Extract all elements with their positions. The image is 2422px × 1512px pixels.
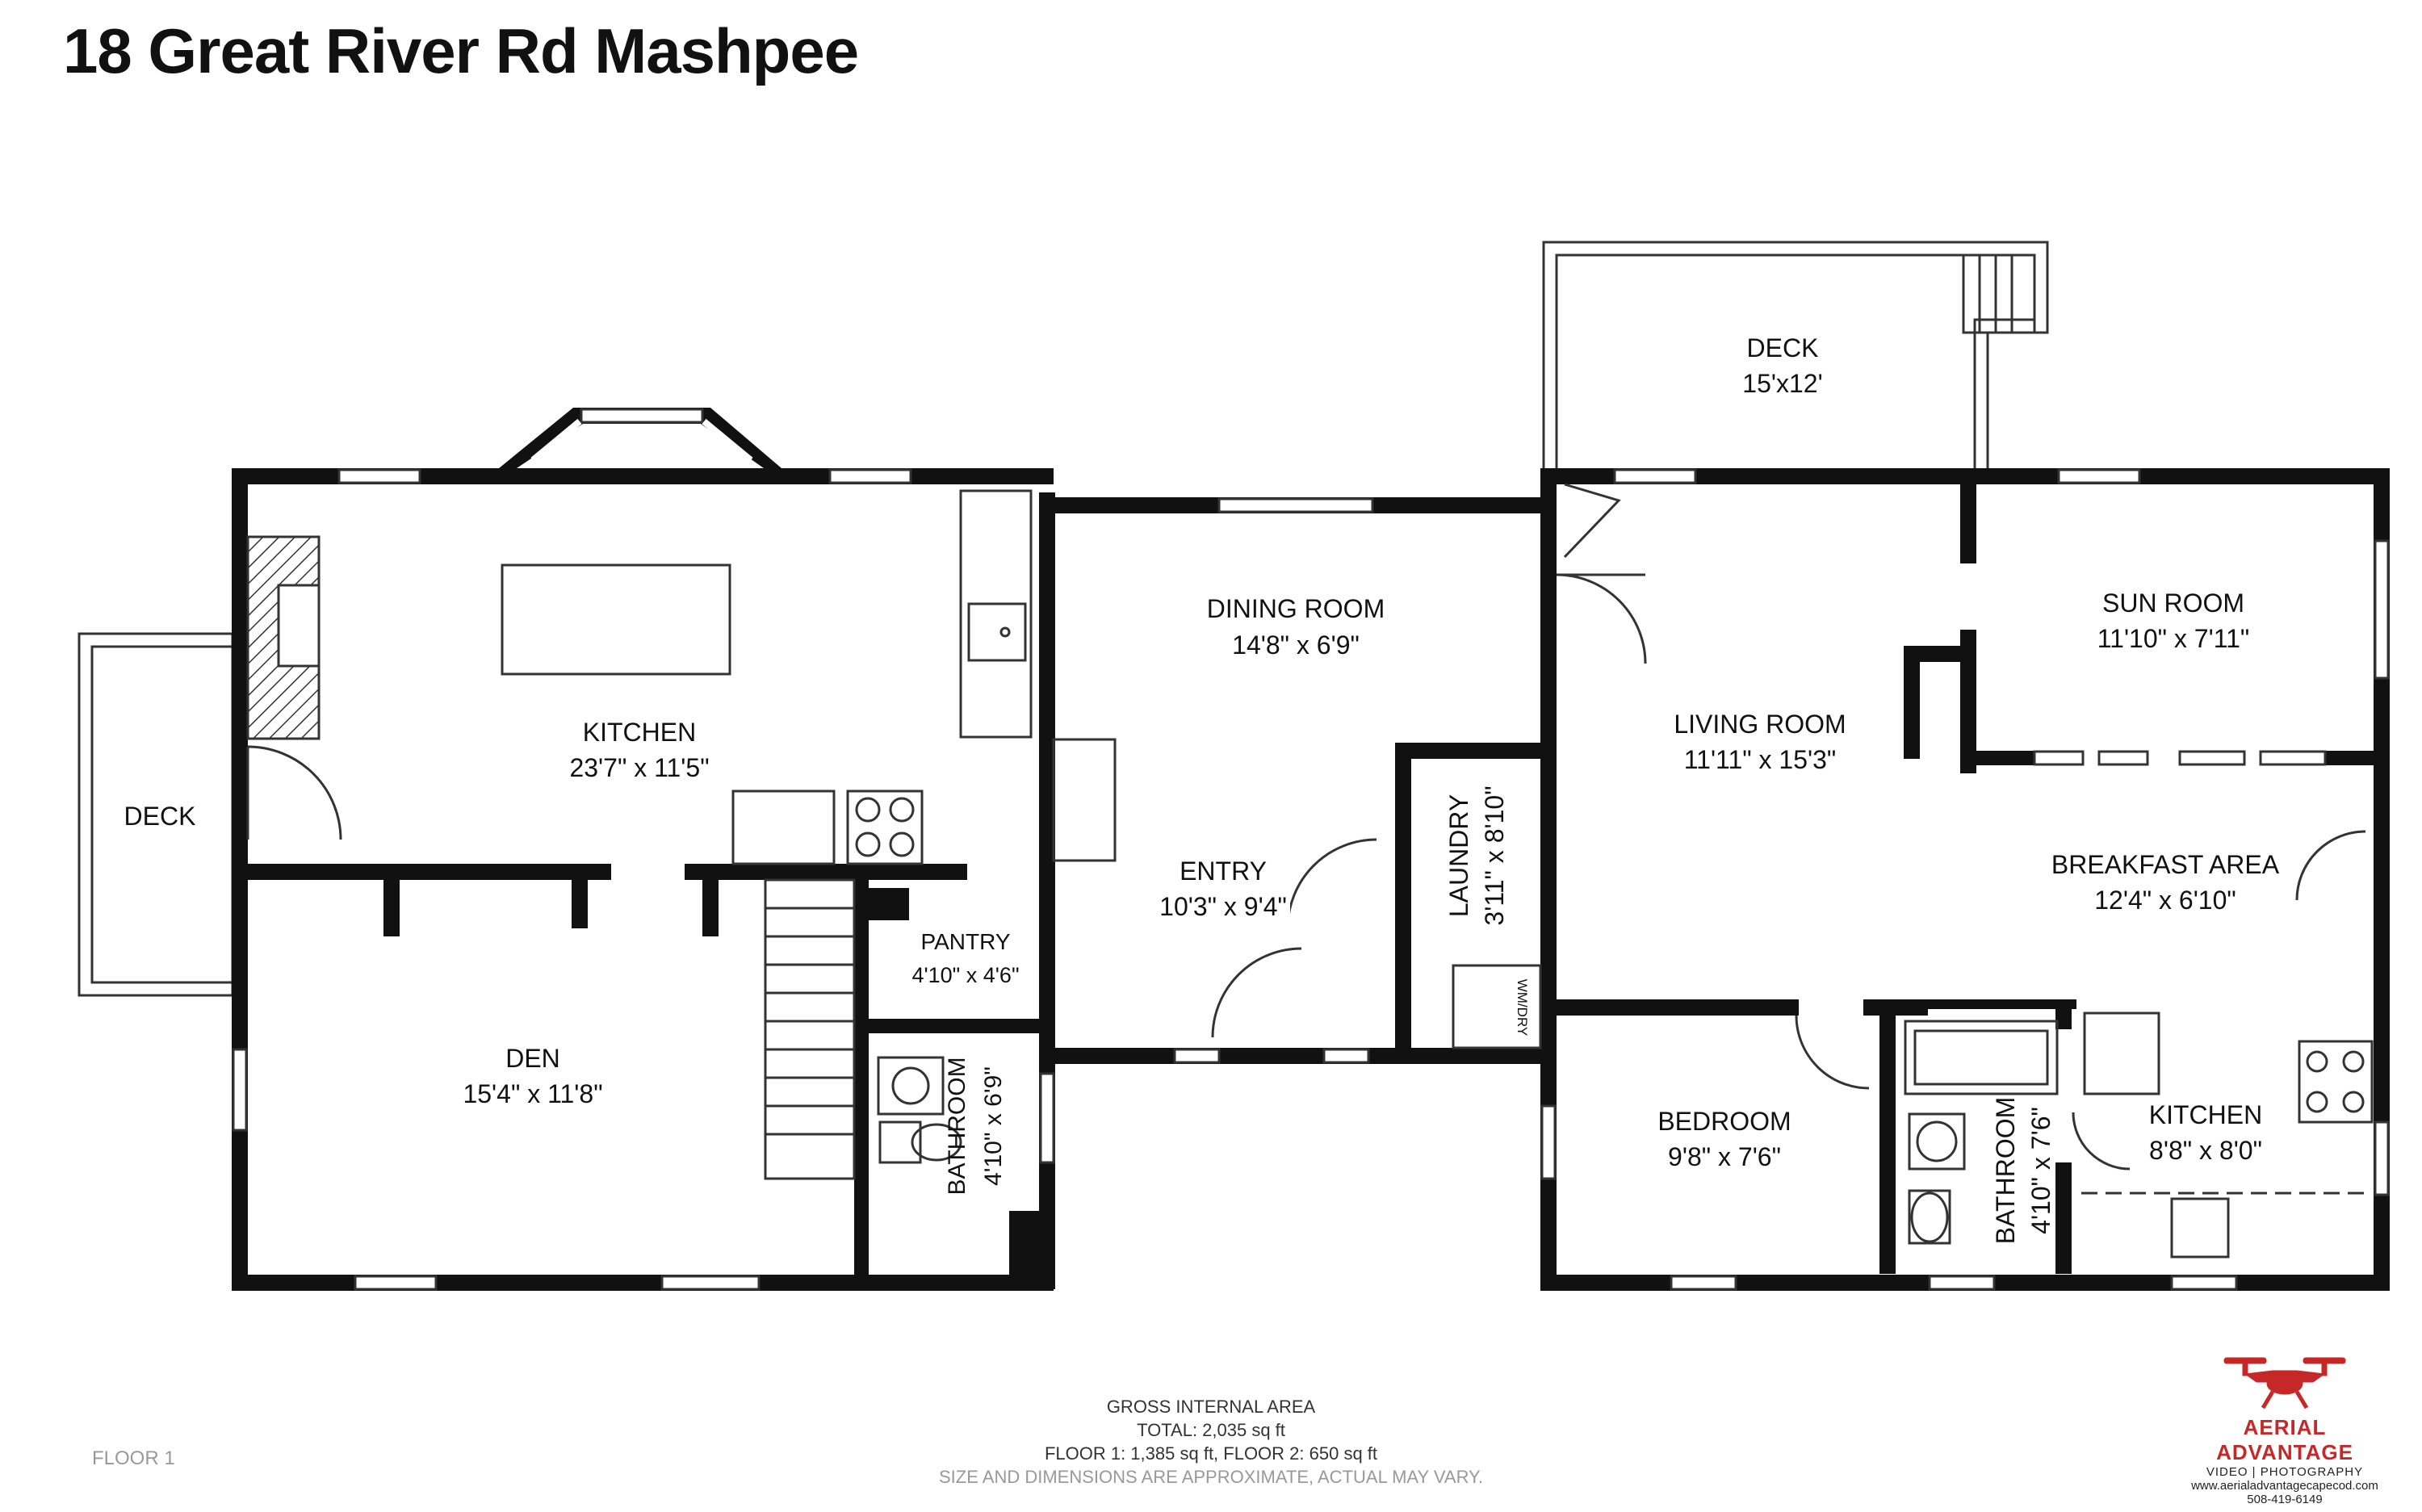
laundry-dims: 3'11" x 8'10" <box>1480 785 1509 925</box>
den-name: DEN <box>505 1044 560 1073</box>
bathroom-left-name: BATHROOM <box>944 1057 970 1195</box>
deck-top-outline <box>1542 241 2049 472</box>
page-title: 18 Great River Rd Mashpee <box>63 15 859 86</box>
bedroom-dims: 9'8" x 7'6" <box>1668 1142 1781 1171</box>
den-dims: 15'4" x 11'8" <box>463 1079 602 1108</box>
breakfast-dims: 12'4" x 6'10" <box>2094 886 2236 915</box>
area-heading: GROSS INTERNAL AREA <box>1106 1397 1316 1417</box>
living-dims: 11'11" x 15'3" <box>1684 745 1837 774</box>
brand-logo: AERIAL ADVANTAGE VIDEO | PHOTOGRAPHY www… <box>2180 1347 2390 1506</box>
breakfast-name: BREAKFAST AREA <box>2051 850 2280 879</box>
dining-dims: 14'8" x 6'9" <box>1232 630 1360 660</box>
kitchen-right-name: KITCHEN <box>2149 1100 2262 1129</box>
entry-dims: 10'3" x 9'4" <box>1159 892 1287 921</box>
kitchen-right-dims: 8'8" x 8'0" <box>2149 1136 2262 1165</box>
logo-brand: AERIAL ADVANTAGE <box>2216 1415 2353 1464</box>
logo-sub: VIDEO | PHOTOGRAPHY <box>2206 1465 2364 1479</box>
area-floors: FLOOR 1: 1,385 sq ft, FLOOR 2: 650 sq ft <box>1044 1443 1378 1464</box>
entry-name: ENTRY <box>1180 857 1267 886</box>
pantry-name: PANTRY <box>921 929 1011 954</box>
wm-dry-label: WM/DRY <box>1515 979 1530 1037</box>
sun-name: SUN ROOM <box>2102 588 2244 618</box>
floor-label: FLOOR 1 <box>92 1447 175 1469</box>
deck-top-dims: 15'x12' <box>1742 369 1822 398</box>
deck-left-name: DECK <box>124 802 196 831</box>
room-labels: DECK KITCHEN 23'7" x 11'5" DEN 15'4" x 1… <box>124 333 2280 1244</box>
bay-window <box>499 408 781 468</box>
dining-name: DINING ROOM <box>1207 594 1385 623</box>
sun-dims: 11'10" x 7'11" <box>2097 624 2250 653</box>
living-name: LIVING ROOM <box>1674 710 1846 739</box>
pantry-dims: 4'10" x 4'6" <box>911 963 1019 987</box>
fixtures <box>246 489 2374 1259</box>
doors <box>246 483 2366 1171</box>
bathroom-right-name: BATHROOM <box>1991 1097 2020 1245</box>
logo-website: www.aerialadvantagecapecod.com <box>2191 1479 2378 1493</box>
area-disclaimer: SIZE AND DIMENSIONS ARE APPROXIMATE, ACT… <box>938 1467 1484 1487</box>
area-summary: GROSS INTERNAL AREA TOTAL: 2,035 sq ft F… <box>0 1395 2422 1489</box>
area-total: TOTAL: 2,035 sq ft <box>1137 1420 1285 1440</box>
laundry-name: LAUNDRY <box>1444 794 1473 917</box>
bathroom-left-dims: 4'10" x 6'9" <box>980 1066 1007 1186</box>
logo-phone: 508-419-6149 <box>2247 1493 2323 1506</box>
drone-icon <box>2223 1357 2346 1409</box>
bedroom-name: BEDROOM <box>1657 1107 1791 1136</box>
kitchen-main-dims: 23'7" x 11'5" <box>569 753 709 782</box>
windows <box>232 468 2390 1291</box>
bathroom-right-dims: 4'10" x 7'6" <box>2026 1107 2055 1234</box>
deck-top-name: DECK <box>1747 333 1819 362</box>
kitchen-main-name: KITCHEN <box>583 718 696 747</box>
walls <box>232 468 2390 1291</box>
